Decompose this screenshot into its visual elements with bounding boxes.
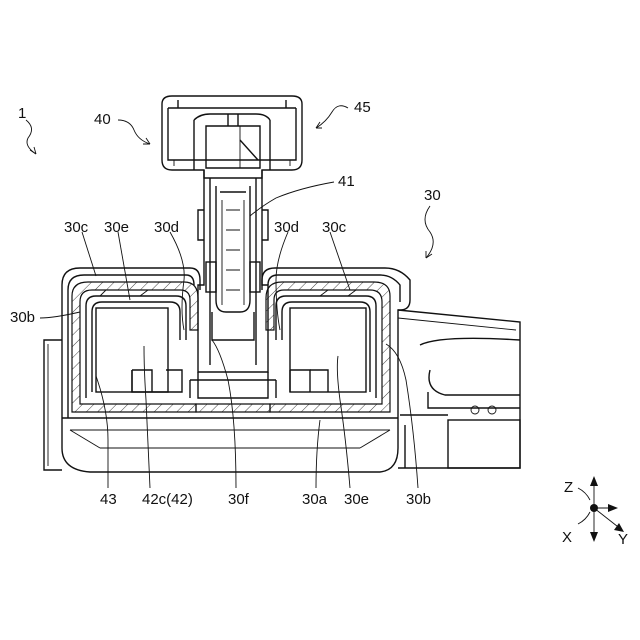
label-43: 43 [100,491,117,508]
label-40: 40 [94,111,111,128]
label-30a: 30a [302,491,328,508]
label-30e-bottom: 30e [344,491,369,508]
label-1: 1 [18,105,26,122]
axis-z-label: Z [564,479,573,496]
top-cap [162,96,302,178]
axis-indicator: Z X Y [562,476,628,548]
label-30b-right: 30b [406,491,431,508]
axis-y-label: Y [618,531,628,548]
label-30: 30 [424,187,441,204]
label-30f: 30f [228,491,250,508]
label-42c: 42c(42) [142,491,193,508]
label-41: 41 [338,173,355,190]
center-column [190,170,276,398]
right-terminal [276,290,376,398]
label-30d-right: 30d [274,219,299,236]
axis-x-label: X [562,529,572,546]
label-30b-left: 30b [10,309,35,326]
left-bracket [44,340,62,470]
right-extension [398,310,520,468]
label-30c-left: 30c [64,219,89,236]
label-30c-right: 30c [322,219,347,236]
label-45: 45 [354,99,371,116]
label-30d-left: 30d [154,219,179,236]
left-terminal [86,290,186,398]
label-30e-top: 30e [104,219,129,236]
